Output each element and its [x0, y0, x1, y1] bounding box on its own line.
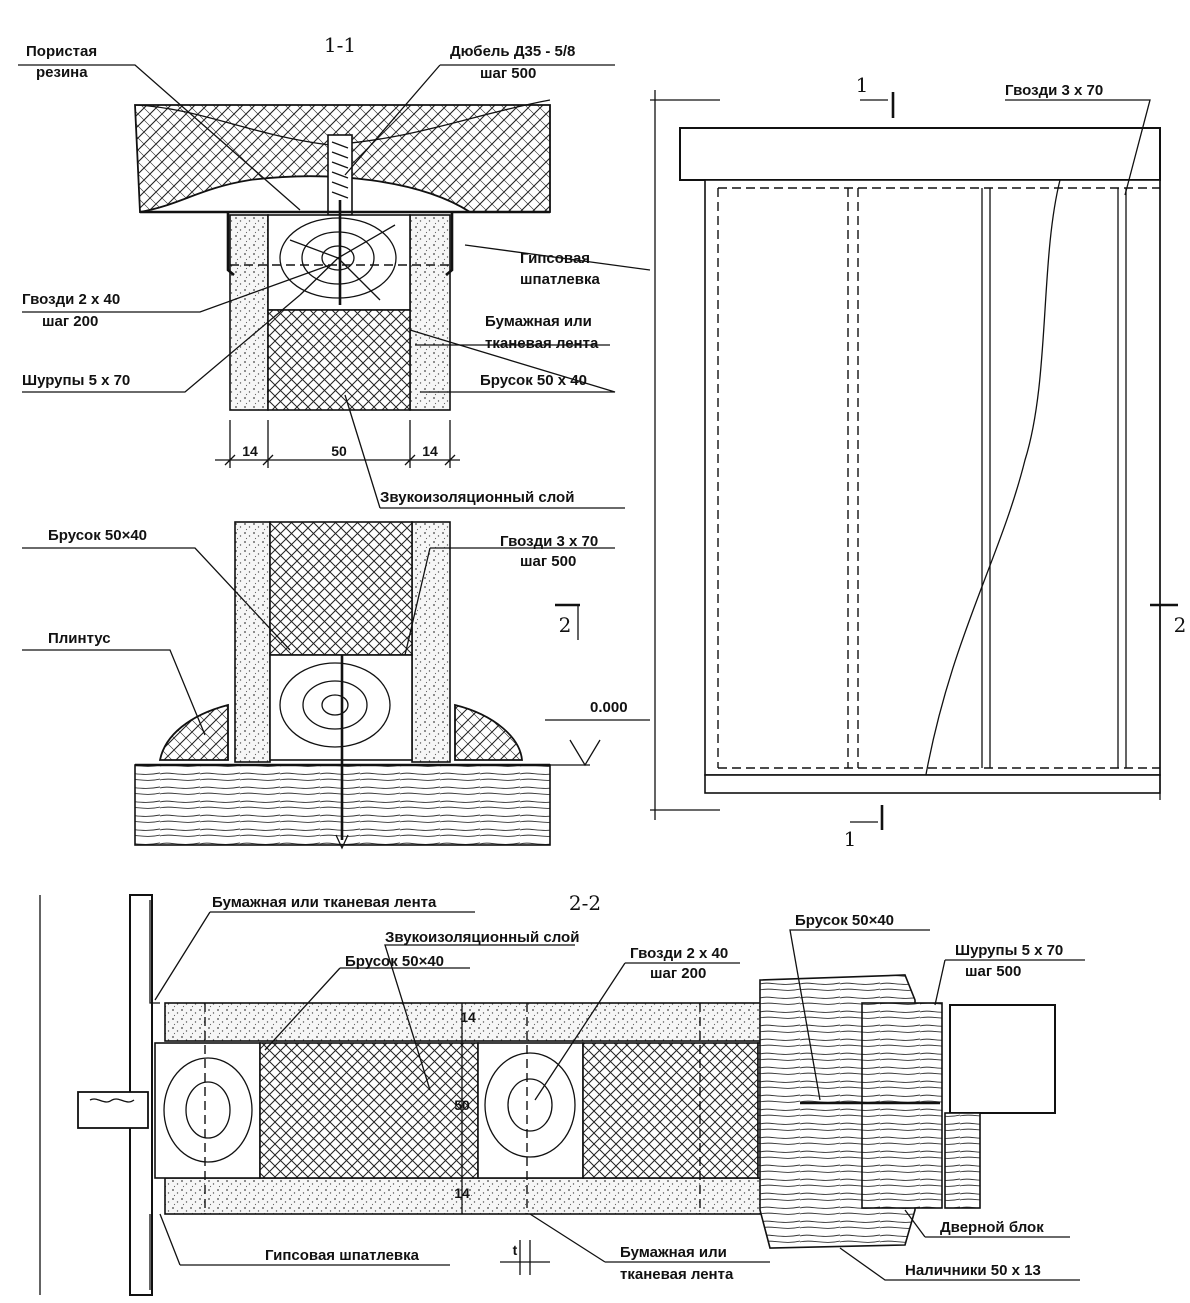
leaders-top — [18, 64, 651, 509]
label-nails-2x40-1: Гвозди 2 х 40 — [22, 291, 120, 308]
sound-insulation-22-a — [259, 1042, 479, 1179]
label-tape-bottom-22-1: Бумажная или — [620, 1244, 727, 1261]
wall-panel — [704, 179, 1161, 776]
label-bar-50x40: Брусок 50 х 40 — [480, 372, 587, 389]
label-nails-3x70-2: шаг 500 — [520, 553, 576, 570]
gypsum-board-bottom-22 — [164, 1177, 861, 1215]
label-bar-22-b: Брусок 50×40 — [795, 912, 894, 929]
label-sound-layer-22: Звукоизоляционный слой — [385, 929, 579, 946]
label-tape-top-22: Бумажная или тканевая лента — [212, 894, 437, 911]
dim-t: t — [513, 1242, 518, 1258]
cut-mark-1-bottom: 1 — [844, 827, 857, 851]
wall-elevation: 1 1 2 — [650, 73, 1186, 851]
dim-50-22: 50 — [454, 1097, 470, 1113]
label-bar-22-a: Брусок 50×40 — [345, 953, 444, 970]
section-1-1-top: 14 50 14 1-1 — [134, 33, 551, 468]
label-screws-22-2: шаг 500 — [965, 963, 1021, 980]
label-porous-rubber-2: резина — [36, 64, 88, 81]
section-title-2-2: 2-2 — [569, 891, 601, 915]
dim-14-22-top: 14 — [460, 1009, 476, 1025]
label-bar-50x40-floor: Брусок 50×40 — [48, 527, 147, 544]
gypsum-board-left-floor — [234, 521, 271, 763]
gypsum-board-top-22 — [164, 1002, 861, 1042]
label-gypsum-22: Гипсовая шпатлевка — [265, 1247, 420, 1264]
label-dowel-2: шаг 500 — [480, 65, 536, 82]
label-gypsum-putty-2: шпатлевка — [520, 271, 600, 288]
section-2-2: 2-2 14 50 14 t — [39, 891, 1056, 1296]
plinth-right — [454, 703, 523, 761]
anchor — [77, 1091, 149, 1129]
label-level: 0.000 — [590, 699, 628, 716]
label-porous-rubber-1: Пористая — [26, 43, 97, 60]
top-beam — [679, 127, 1161, 181]
label-tape-1: Бумажная или — [485, 313, 592, 330]
leaders-floor — [22, 547, 615, 736]
gypsum-board-left — [229, 214, 269, 411]
section-mark-2-left: 2 — [559, 613, 572, 637]
sound-insulation-top — [267, 309, 411, 411]
label-nails-3x70-elev: Гвозди 3 х 70 — [1005, 82, 1103, 99]
gypsum-board-right-floor — [411, 521, 451, 763]
wood-bar-22-left — [154, 1042, 261, 1179]
label-tape-bottom-22-2: тканевая лента — [620, 1266, 734, 1283]
wood-bar-22-middle — [477, 1042, 584, 1179]
dim-14-right: 14 — [422, 443, 438, 459]
label-gypsum-putty-1: Гипсовая — [520, 250, 590, 267]
dim-50: 50 — [331, 443, 347, 459]
bottom-plate — [704, 774, 1161, 794]
label-nails-3x70-1: Гвозди 3 х 70 — [500, 533, 598, 550]
label-dowel-1: Дюбель Д35 - 5/8 — [450, 43, 575, 60]
label-door-block: Дверной блок — [940, 1219, 1044, 1236]
label-nails-2x40-22-2: шаг 200 — [650, 965, 706, 982]
section-1-1-floor: 0.000 2 — [134, 521, 650, 850]
section-title-1-1: 1-1 — [324, 33, 356, 57]
door-leaf — [949, 1004, 1056, 1114]
door-jamb — [944, 1112, 981, 1209]
label-plinth: Плинтус — [48, 630, 111, 647]
section-mark-2-right: 2 — [1174, 613, 1187, 637]
label-nails-2x40-2: шаг 200 — [42, 313, 98, 330]
dim-14-22-bottom: 14 — [454, 1185, 470, 1201]
door-frame — [861, 1002, 943, 1209]
sound-insulation-22-b — [582, 1042, 759, 1179]
dim-14-left: 14 — [242, 443, 258, 459]
label-sound-layer: Звукоизоляционный слой — [380, 489, 574, 506]
label-casings: Наличники 50 х 13 — [905, 1262, 1041, 1279]
gypsum-board-right — [409, 214, 451, 411]
plinth-left — [158, 703, 229, 761]
sound-insulation-floor — [269, 521, 413, 656]
label-tape-2: тканевая лента — [485, 335, 599, 352]
label-screws-5x70: Шурупы 5 х 70 — [22, 372, 130, 389]
cut-mark-1-top: 1 — [856, 73, 869, 97]
leaders-22 — [154, 911, 1085, 1281]
label-nails-2x40-22-1: Гвозди 2 х 40 — [630, 945, 728, 962]
label-screws-22-1: Шурупы 5 х 70 — [955, 942, 1063, 959]
